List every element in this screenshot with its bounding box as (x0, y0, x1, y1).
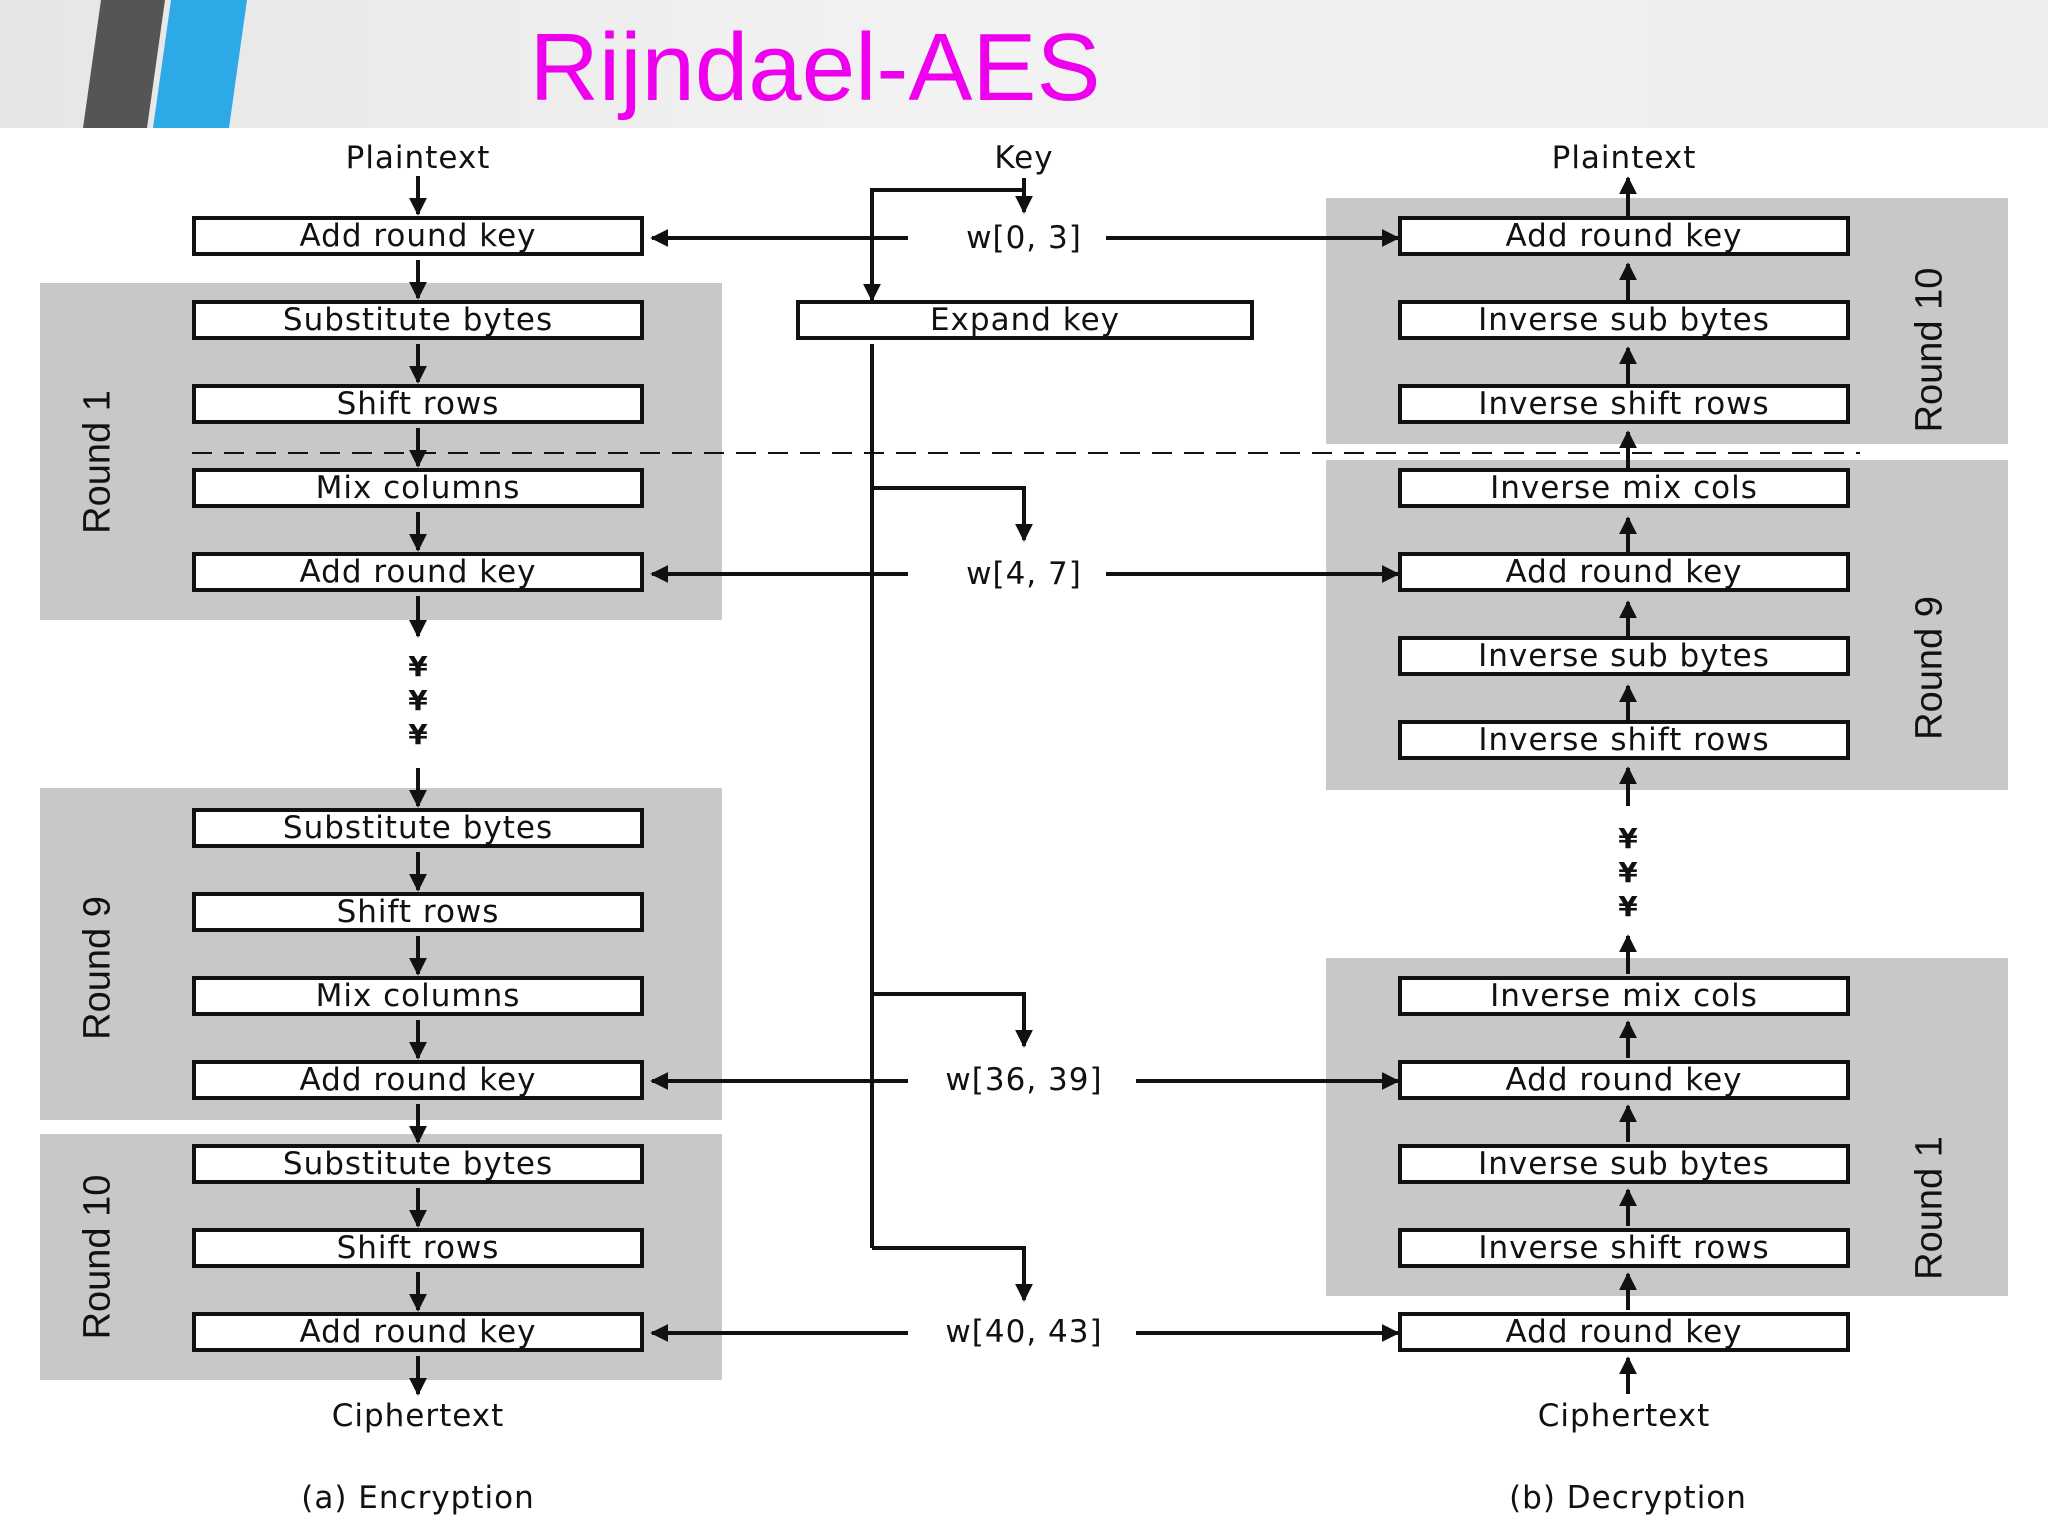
dec-r9-inverse-mix-cols: Inverse mix cols (1398, 468, 1850, 508)
dec-round-10-label: Round 10 (1908, 267, 1951, 433)
round-key-w4-7: w[4, 7] (966, 556, 1082, 592)
enc-plaintext-label: Plaintext (345, 140, 491, 176)
dec-r10-inverse-shift-rows: Inverse shift rows (1398, 384, 1850, 424)
dec-ellipsis-1: ¥ (1618, 822, 1638, 855)
enc-r9-add-round-key: Add round key (192, 1060, 644, 1100)
dec-r9-inverse-sub-bytes: Inverse sub bytes (1398, 636, 1850, 676)
dec-r1-add-round-key: Add round key (1398, 1060, 1850, 1100)
enc-caption: (a) Encryption (301, 1480, 535, 1516)
key-label: Key (994, 140, 1054, 176)
dec-ellipsis-3: ¥ (1618, 890, 1638, 923)
enc-initial-add-round-key: Add round key (192, 216, 644, 256)
round-key-w36-39: w[36, 39] (945, 1062, 1103, 1098)
dec-round-9-label: Round 9 (1908, 596, 1951, 740)
dec-r9-inverse-shift-rows: Inverse shift rows (1398, 720, 1850, 760)
enc-r10-add-round-key: Add round key (192, 1312, 644, 1352)
dec-ciphertext-label: Ciphertext (1537, 1398, 1711, 1434)
dec-r1-inverse-mix-cols: Inverse mix cols (1398, 976, 1850, 1016)
dec-r1-inverse-sub-bytes: Inverse sub bytes (1398, 1144, 1850, 1184)
expand-key-box: Expand key (796, 300, 1254, 340)
enc-ciphertext-label: Ciphertext (331, 1398, 505, 1434)
enc-r9-shift-rows: Shift rows (192, 892, 644, 932)
slide-title: Rijndael-AES (529, 14, 1101, 121)
enc-r10-shift-rows: Shift rows (192, 1228, 644, 1268)
enc-ellipsis-1: ¥ (408, 650, 428, 683)
enc-r10-substitute-bytes: Substitute bytes (192, 1144, 644, 1184)
enc-r1-add-round-key: Add round key (192, 552, 644, 592)
dec-final-add-round-key: Add round key (1398, 1312, 1850, 1352)
dec-r10-add-round-key: Add round key (1398, 216, 1850, 256)
dec-r9-add-round-key: Add round key (1398, 552, 1850, 592)
dec-plaintext-label: Plaintext (1551, 140, 1697, 176)
enc-round-9-label: Round 9 (76, 896, 119, 1040)
round-key-w0-3: w[0, 3] (966, 220, 1082, 256)
dec-r10-inverse-sub-bytes: Inverse sub bytes (1398, 300, 1850, 340)
enc-round-1-label: Round 1 (76, 390, 119, 534)
dec-r1-inverse-shift-rows: Inverse shift rows (1398, 1228, 1850, 1268)
enc-r1-substitute-bytes: Substitute bytes (192, 300, 644, 340)
dec-caption: (b) Decryption (1509, 1480, 1747, 1516)
enc-r1-shift-rows: Shift rows (192, 384, 644, 424)
enc-ellipsis-2: ¥ (408, 684, 428, 717)
enc-r9-mix-columns: Mix columns (192, 976, 644, 1016)
enc-ellipsis-3: ¥ (408, 718, 428, 751)
enc-r9-substitute-bytes: Substitute bytes (192, 808, 644, 848)
enc-round-10-label: Round 10 (76, 1174, 119, 1340)
dec-round-1-label: Round 1 (1908, 1136, 1951, 1280)
round-key-w40-43: w[40, 43] (945, 1314, 1103, 1350)
enc-r1-mix-columns: Mix columns (192, 468, 644, 508)
slide-header: Rijndael-AES (0, 0, 2048, 128)
dec-ellipsis-2: ¥ (1618, 856, 1638, 889)
